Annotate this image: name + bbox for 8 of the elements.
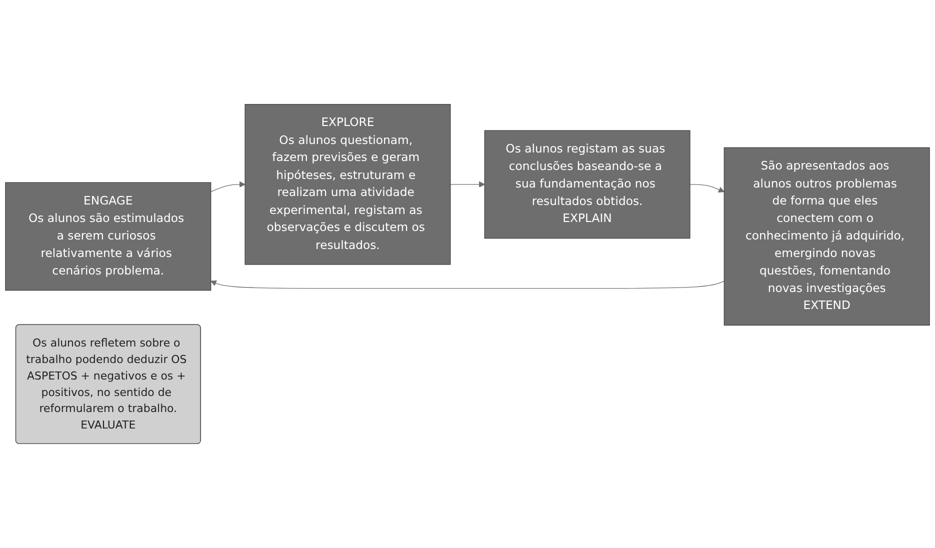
- arrow: [210, 181, 246, 192]
- node-box: EXPLORE Os alunos questionam, fazem previsões e geram hipóteses, estruturam e realizam uma atividade experimental, registam as observações e discutem os resultados.: [244, 104, 451, 265]
- arrow: [450, 181, 485, 188]
- arrow: [690, 184, 724, 192]
- arrow: [210, 280, 725, 289]
- node-box: Os alunos registam as suas conclusões baseando-se a sua fundamentação nos resultados obtidos. EXPLAIN: [484, 130, 690, 239]
- node-box: São apresentados aos alunos outros problemas de forma que eles conectem com o conhecimento já adquirido, emergindo novas questões, fomentando novas investigações EXTEND: [724, 147, 930, 326]
- node-box: ENGAGE Os alunos são estimulados a serem curiosos relativamente a vários cenários problema.: [5, 182, 212, 291]
